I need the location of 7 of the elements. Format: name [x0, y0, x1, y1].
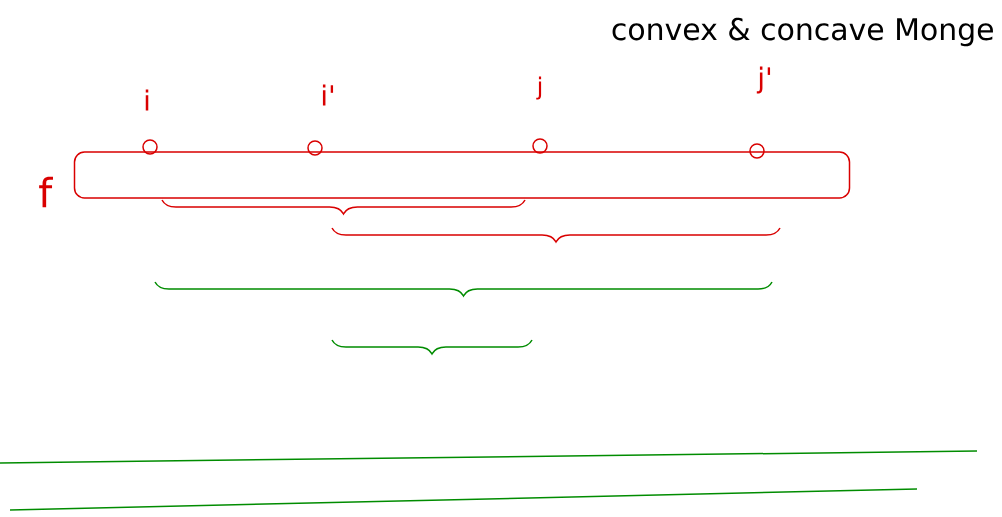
function-label: f [39, 176, 53, 208]
index-label: j [536, 76, 542, 100]
title: convex & concave Monge [612, 17, 993, 47]
index-label: i [145, 89, 149, 111]
index-label: j' [756, 66, 771, 94]
bar [73, 151, 851, 199]
index-label: i' [322, 84, 334, 106]
